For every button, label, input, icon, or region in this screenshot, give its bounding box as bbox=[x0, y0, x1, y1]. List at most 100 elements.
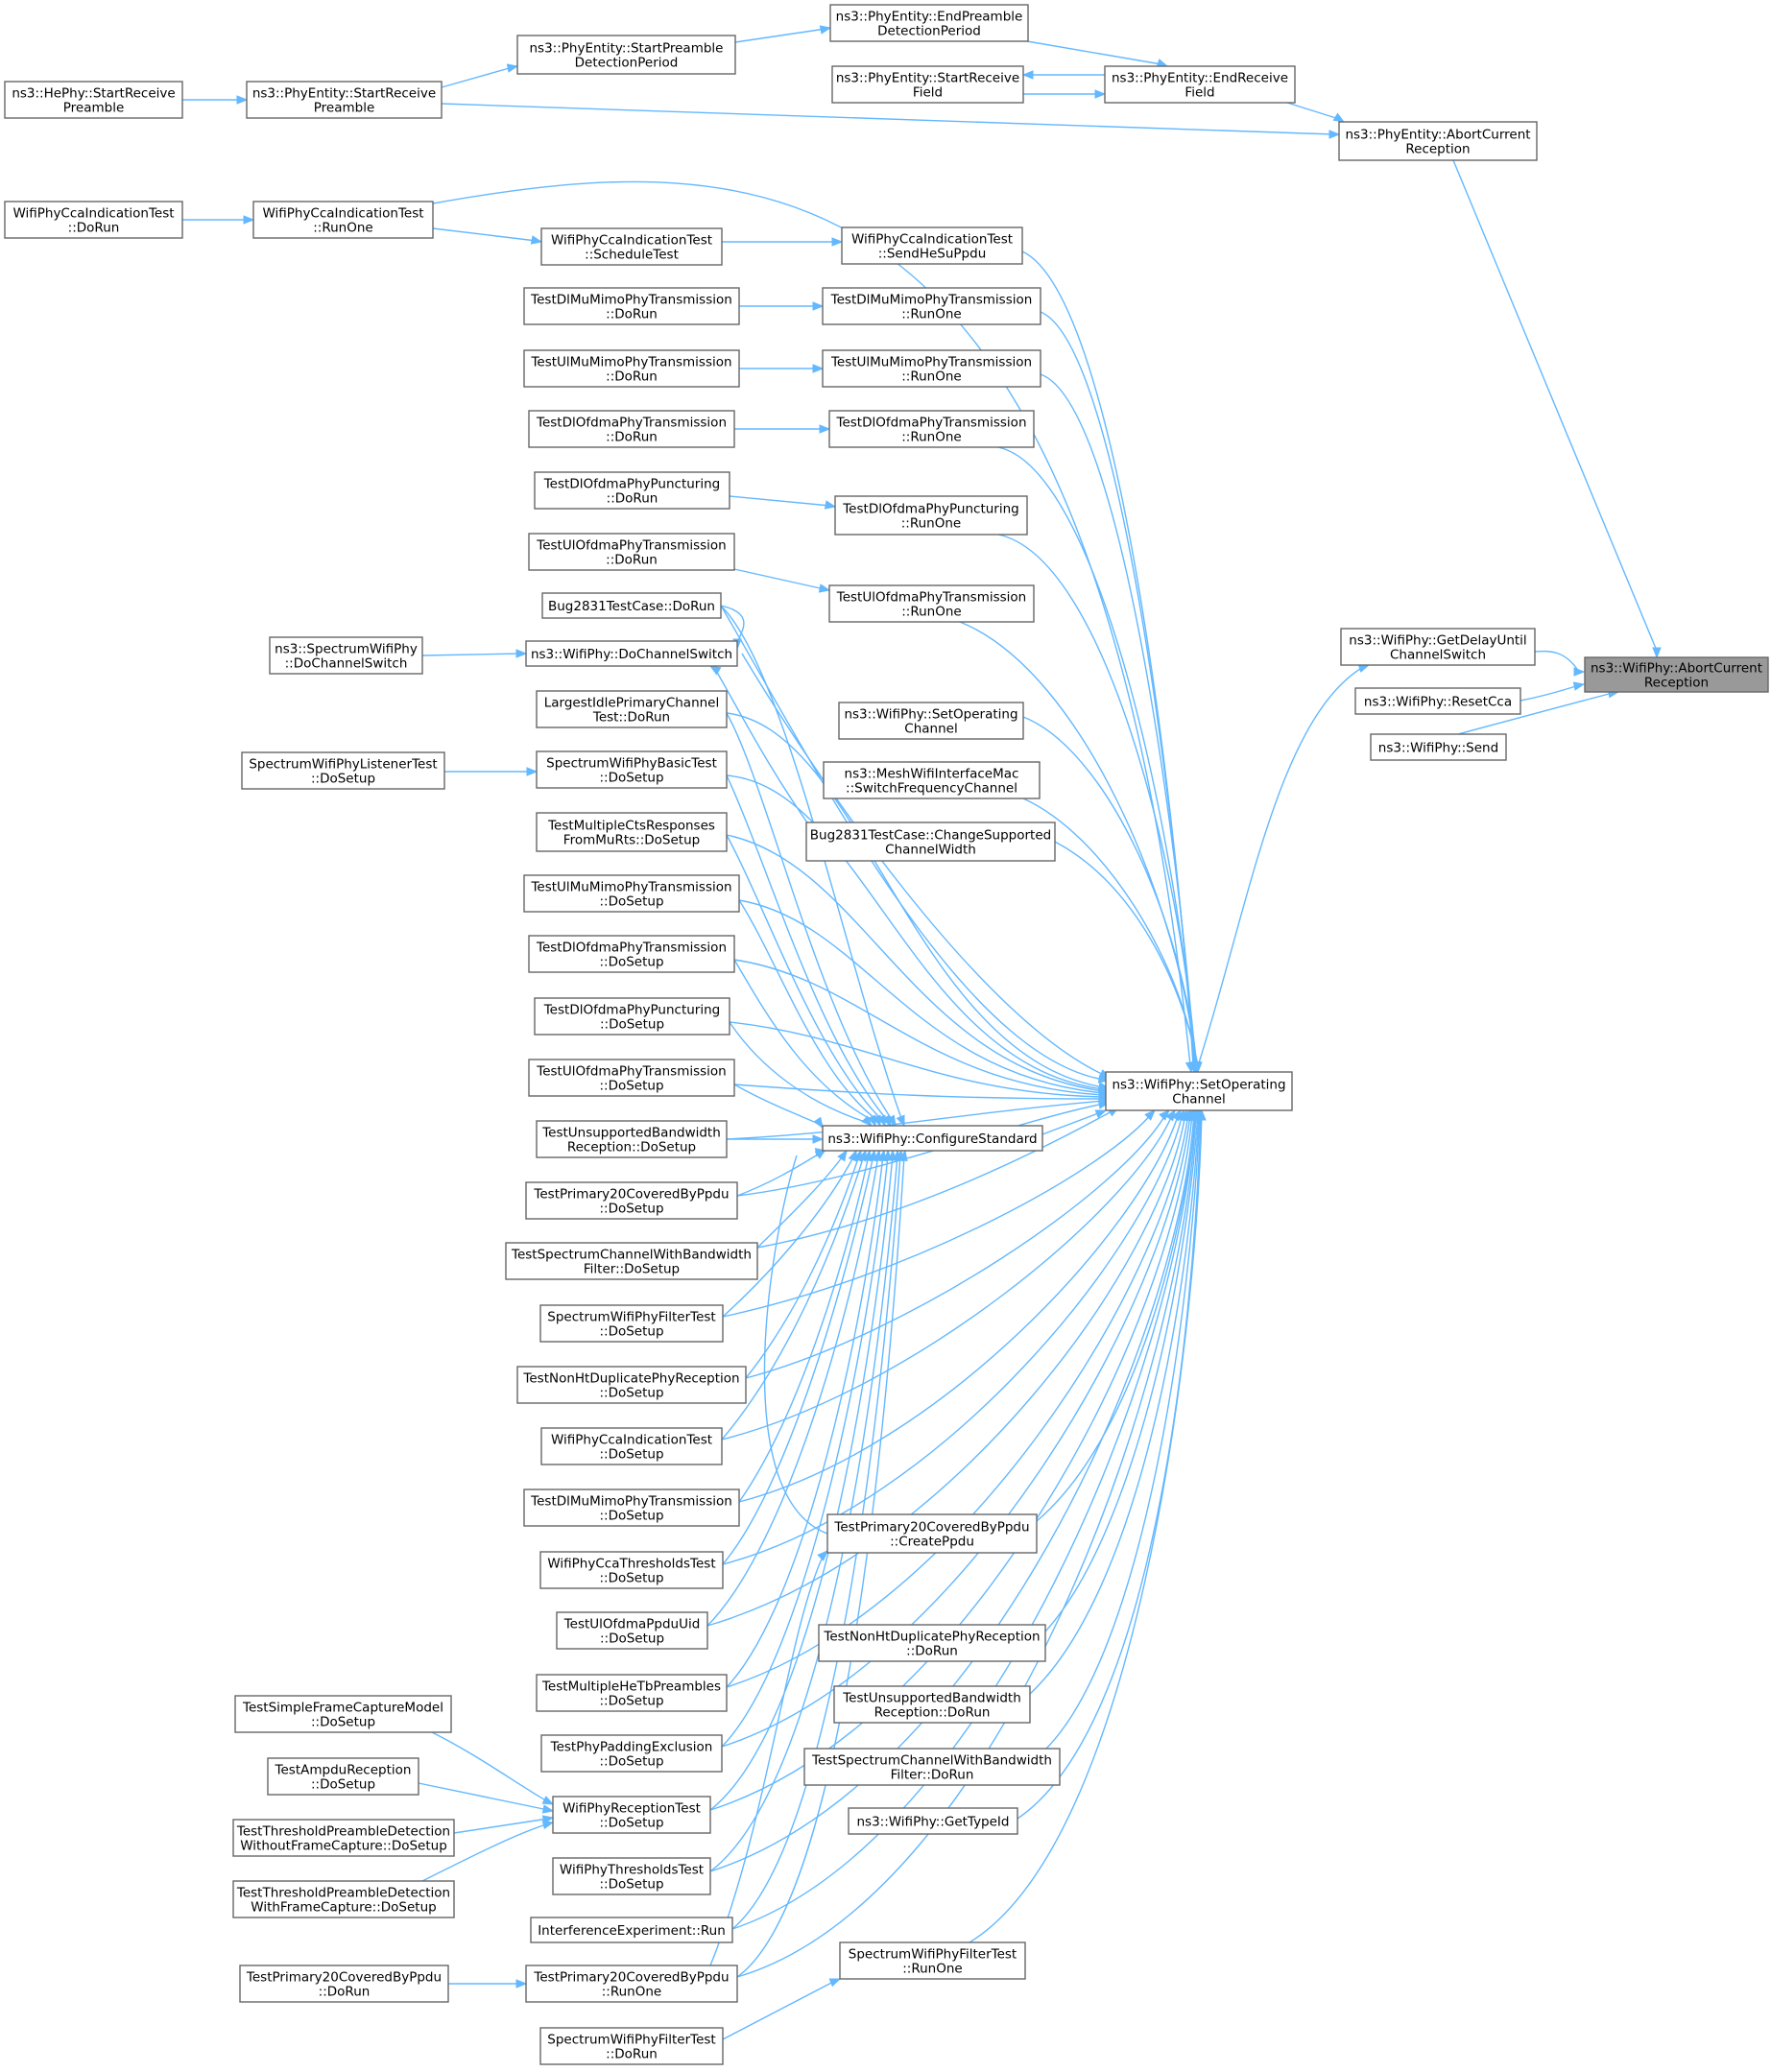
node-box bbox=[528, 935, 735, 973]
function-node[interactable]: TestUlOfdmaPhyTransmission::DoRun bbox=[528, 533, 735, 571]
function-node[interactable]: TestDlOfdmaPhyTransmission::DoSetup bbox=[528, 935, 735, 973]
node-box bbox=[834, 495, 1028, 536]
function-node[interactable]: TestSpectrumChannelWithBandwidthFilter::… bbox=[505, 1242, 758, 1280]
function-node[interactable]: Bug2831TestCase::ChangeSupportedChannelW… bbox=[805, 822, 1056, 862]
function-node[interactable]: ns3::WifiPhy::ConfigureStandard bbox=[822, 1125, 1043, 1152]
function-node[interactable]: TestDlOfdmaPhyTransmission::RunOne bbox=[828, 410, 1035, 448]
function-node[interactable]: ns3::PhyEntity::EndPreambleDetectionPeri… bbox=[829, 4, 1029, 42]
function-node[interactable]: TestUlOfdmaPhyTransmission::DoSetup bbox=[528, 1059, 735, 1097]
function-node[interactable]: TestUlMuMimoPhyTransmission::DoSetup bbox=[523, 874, 740, 913]
node-label: ::DoRun bbox=[606, 553, 658, 568]
function-node[interactable]: TestUlMuMimoPhyTransmission::RunOne bbox=[822, 349, 1041, 388]
arrowhead-icon bbox=[530, 235, 543, 245]
node-label: ns3::WifiPhy::ConfigureStandard bbox=[827, 1131, 1037, 1147]
function-node[interactable]: ns3::WifiPhy::Send bbox=[1370, 733, 1507, 761]
function-node[interactable]: ns3::WifiPhy::ResetCca bbox=[1354, 687, 1521, 715]
function-node[interactable]: TestDlMuMimoPhyTransmission::DoRun bbox=[523, 287, 740, 325]
node-label: ns3::WifiPhy::ResetCca bbox=[1364, 695, 1512, 710]
node-label: Preamble bbox=[314, 101, 375, 116]
function-node[interactable]: TestDlOfdmaPhyPuncturing::DoSetup bbox=[534, 997, 730, 1036]
function-node[interactable]: TestSpectrumChannelWithBandwidthFilter::… bbox=[803, 1748, 1061, 1786]
arrowhead-icon bbox=[541, 1796, 555, 1805]
node-label: ::DoSetup bbox=[599, 1694, 663, 1709]
function-node[interactable]: TestUlOfdmaPpduUid::DoSetup bbox=[556, 1611, 708, 1650]
function-node[interactable]: ns3::PhyEntity::StartPreambleDetectionPe… bbox=[516, 35, 736, 75]
function-node[interactable]: TestDlMuMimoPhyTransmission::RunOne bbox=[822, 287, 1041, 325]
function-node[interactable]: TestNonHtDuplicatePhyReception::DoRun bbox=[818, 1624, 1046, 1662]
function-node[interactable]: WifiPhyCcaIndicationTest::RunOne bbox=[252, 201, 434, 239]
function-node[interactable]: TestNonHtDuplicatePhyReception::DoSetup bbox=[516, 1366, 747, 1404]
function-node[interactable]: WifiPhyCcaIndicationTest::SendHeSuPpdu bbox=[841, 226, 1023, 265]
function-node[interactable]: WifiPhyReceptionTest::DoSetup bbox=[552, 1796, 711, 1834]
function-node[interactable]: TestThresholdPreambleDetectionWithFrameC… bbox=[232, 1880, 455, 1918]
function-node[interactable]: TestAmpduReception::DoSetup bbox=[267, 1757, 419, 1796]
node-box bbox=[1354, 687, 1521, 715]
call-edge bbox=[421, 649, 528, 658]
node-box bbox=[252, 201, 434, 239]
function-node[interactable]: TestPrimary20CoveredByPpdu::RunOne bbox=[525, 1965, 738, 2003]
function-node[interactable]: TestPrimary20CoveredByPpdu::CreatePpdu bbox=[826, 1513, 1038, 1554]
edge-line bbox=[726, 1100, 1105, 1140]
edge-line bbox=[1457, 692, 1614, 735]
function-node[interactable]: TestDlOfdmaPhyPuncturing::RunOne bbox=[834, 495, 1028, 536]
function-node[interactable]: TestThresholdPreambleDetectionWithoutFra… bbox=[232, 1819, 455, 1857]
function-node[interactable]: TestDlOfdmaPhyPuncturing::DoRun bbox=[534, 471, 730, 510]
function-node[interactable]: SpectrumWifiPhyFilterTest::RunOne bbox=[839, 1941, 1026, 1980]
node-label: TestUlMuMimoPhyTransmission bbox=[830, 355, 1032, 370]
function-node[interactable]: WifiPhyCcaIndicationTest::ScheduleTest bbox=[540, 227, 723, 266]
node-label: Reception::DoRun bbox=[874, 1705, 991, 1721]
function-node[interactable]: TestMultipleHeTbPreambles::DoSetup bbox=[536, 1674, 728, 1712]
function-node[interactable]: TestUlOfdmaPhyTransmission::RunOne bbox=[828, 584, 1035, 623]
function-node[interactable]: SpectrumWifiPhyListenerTest::DoSetup bbox=[241, 751, 445, 790]
function-node[interactable]: TestUnsupportedBandwidthReception::DoSet… bbox=[536, 1120, 728, 1158]
function-node[interactable]: TestDlMuMimoPhyTransmission::DoSetup bbox=[523, 1489, 740, 1527]
node-box bbox=[828, 584, 1035, 623]
edge-line bbox=[722, 1112, 1184, 1565]
function-node[interactable]: TestUlMuMimoPhyTransmission::DoRun bbox=[523, 349, 740, 388]
function-node[interactable]: ns3::WifiPhy::DoChannelSwitch bbox=[525, 640, 738, 667]
function-node[interactable]: WifiPhyCcaThresholdsTest::DoSetup bbox=[539, 1551, 724, 1589]
function-node[interactable]: Bug2831TestCase::DoRun bbox=[541, 592, 722, 619]
function-node[interactable]: TestDlOfdmaPhyTransmission::DoRun bbox=[528, 410, 735, 448]
node-box bbox=[829, 4, 1029, 42]
node-label: Test::DoRun bbox=[592, 710, 670, 726]
node-box bbox=[525, 1965, 738, 2003]
function-node[interactable]: SpectrumWifiPhyFilterTest::DoSetup bbox=[539, 1304, 724, 1343]
node-label: ns3::WifiPhy::GetDelayUntil bbox=[1349, 633, 1526, 649]
function-node[interactable]: ns3::WifiPhy::GetTypeId bbox=[848, 1807, 1018, 1835]
function-node[interactable]: TestPhyPaddingExclusion::DoSetup bbox=[540, 1734, 723, 1773]
function-node[interactable]: ns3::MeshWifiInterfaceMac::SwitchFrequen… bbox=[823, 761, 1041, 799]
node-label: TestDlOfdmaPhyPuncturing bbox=[543, 477, 721, 492]
edge-line bbox=[721, 1112, 1174, 1441]
node-box bbox=[556, 1611, 708, 1650]
function-node[interactable]: WifiPhyThresholdsTest::DoSetup bbox=[552, 1857, 711, 1895]
edge-line bbox=[738, 1155, 870, 1503]
node-label: WifiPhyCcaIndicationTest bbox=[262, 206, 423, 222]
function-node[interactable]: TestPrimary20CoveredByPpdu::DoRun bbox=[239, 1965, 449, 2003]
node-box bbox=[1584, 656, 1769, 693]
node-label: Bug2831TestCase::ChangeSupported bbox=[810, 828, 1051, 844]
function-node[interactable]: WifiPhyCcaIndicationTest::DoSetup bbox=[540, 1427, 723, 1465]
node-label: TestNonHtDuplicatePhyReception bbox=[522, 1371, 739, 1387]
function-node[interactable]: InterferenceExperiment::Run bbox=[530, 1917, 733, 1943]
function-node[interactable]: WifiPhyCcaIndicationTest::DoRun bbox=[4, 201, 183, 239]
function-node[interactable]: TestPrimary20CoveredByPpdu::DoSetup bbox=[525, 1181, 738, 1220]
function-node[interactable]: ns3::SpectrumWifiPhy::DoChannelSwitch bbox=[269, 636, 423, 675]
function-node[interactable]: TestSimpleFrameCaptureModel::DoSetup bbox=[234, 1695, 452, 1733]
arrowhead-icon bbox=[813, 1116, 824, 1130]
function-node[interactable]: SpectrumWifiPhyFilterTest::DoRun bbox=[539, 2027, 724, 2065]
function-node[interactable]: SpectrumWifiPhyBasicTest::DoSetup bbox=[536, 750, 728, 789]
node-label: ::RunOne bbox=[902, 1962, 962, 1977]
function-node[interactable]: TestMultipleCtsResponsesFromMuRts::DoSet… bbox=[536, 812, 728, 852]
